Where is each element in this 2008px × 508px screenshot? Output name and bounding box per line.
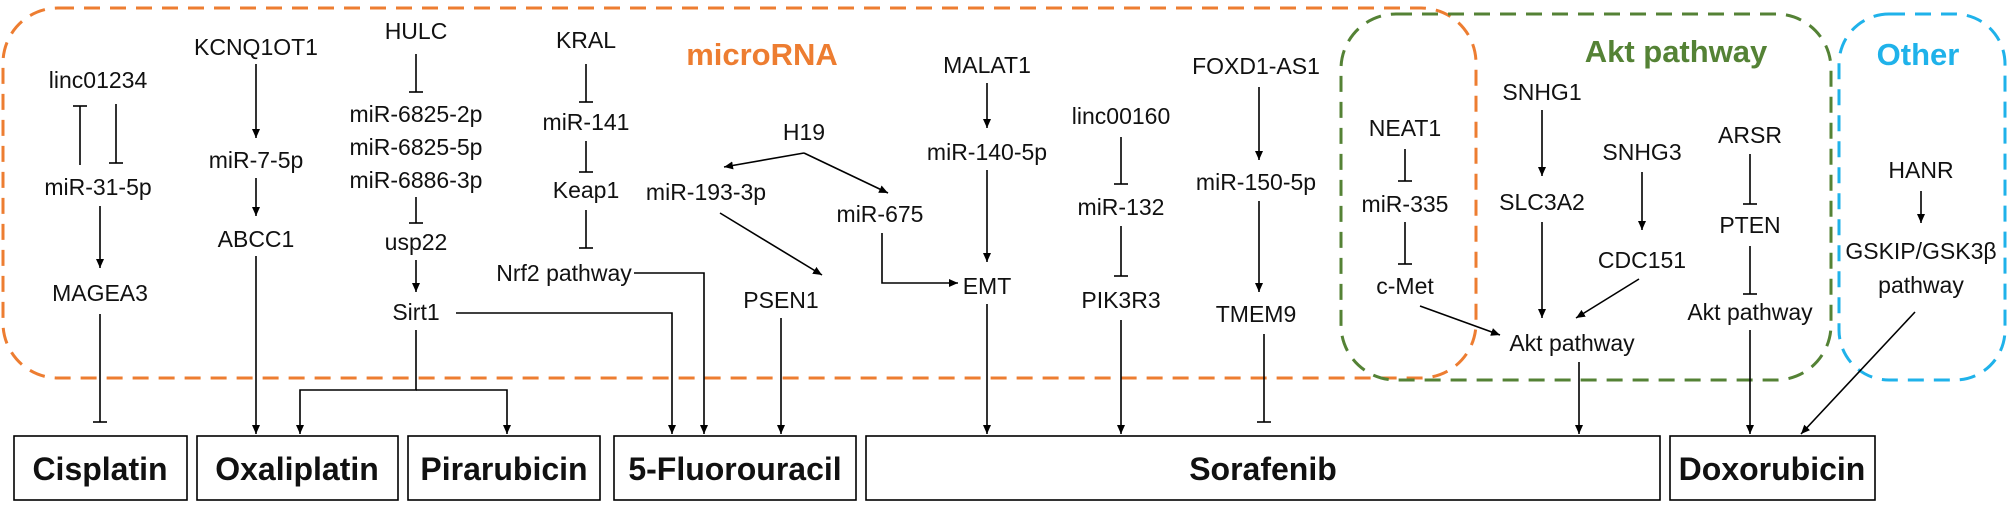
- drug-doxorubicin: Doxorubicin: [1679, 451, 1866, 487]
- node-pten: PTEN: [1719, 212, 1780, 238]
- node-hanr: HANR: [1888, 157, 1953, 183]
- node-mir-193-3p: miR-193-3p: [646, 179, 766, 205]
- edge-h19-to-mir675: [803, 152, 889, 194]
- edge-sirt1-to-pirarubicin: [416, 389, 511, 434]
- edge-sirt1-to-oxaliplatin: [296, 330, 417, 434]
- node-mir-132: miR-132: [1078, 194, 1165, 220]
- node-mir-7-5p: miR-7-5p: [209, 147, 304, 173]
- node-snhg3: SNHG3: [1602, 139, 1681, 165]
- fluorouracil-box: [613, 435, 857, 501]
- node-magea3: MAGEA3: [52, 280, 148, 306]
- akt-pathway-region-border: [1339, 12, 1833, 382]
- edge-h19-to-mir193: [723, 152, 805, 170]
- microrna-region-border: [1, 6, 1478, 380]
- node-slc3a2: SLC3A2: [1499, 189, 1585, 215]
- drug-sorafenib: Sorafenib: [1189, 451, 1337, 487]
- microrna-region-title: microRNA: [686, 37, 838, 72]
- node-mir-31-5p: miR-31-5p: [44, 174, 151, 200]
- other-region-title: Other: [1877, 37, 1960, 72]
- drug-pirarubicin: Pirarubicin: [420, 451, 587, 487]
- node-snhg1: SNHG1: [1502, 79, 1581, 105]
- node-malat1: MALAT1: [943, 52, 1031, 78]
- node-abcc1: ABCC1: [218, 226, 295, 252]
- drug-cisplatin: Cisplatin: [32, 451, 167, 487]
- drug-oxaliplatin: Oxaliplatin: [215, 451, 379, 487]
- nodes: linc01234 miR-31-5p MAGEA3 KCNQ1OT1 miR-…: [44, 18, 1996, 356]
- edge-mir675-to-emt: [881, 233, 958, 287]
- node-emt: EMT: [963, 273, 1012, 299]
- drug-boxes: Cisplatin Oxaliplatin Pirarubicin 5-Fluo…: [13, 435, 1876, 501]
- node-usp22: usp22: [385, 229, 448, 255]
- node-linc01234: linc01234: [49, 67, 148, 93]
- node-mir-6825-2p: miR-6825-2p: [350, 101, 483, 127]
- cisplatin-box: [13, 435, 188, 501]
- node-akt-pathway-center: Akt pathway: [1509, 330, 1635, 356]
- other-region-border: [1837, 12, 2007, 382]
- node-nrf2-pathway: Nrf2 pathway: [496, 260, 632, 286]
- node-mir-6886-3p: miR-6886-3p: [350, 167, 483, 193]
- node-keap1: Keap1: [553, 177, 620, 203]
- node-c-met: c-Met: [1376, 273, 1434, 299]
- edge-gskip-to-doxorubicin: [1800, 311, 1916, 435]
- node-tmem9: TMEM9: [1216, 301, 1297, 327]
- node-psen1: PSEN1: [743, 287, 818, 313]
- node-gskip-gsk3b: GSKIP/GSK3β: [1845, 238, 1996, 264]
- akt-pathway-region-title: Akt pathway: [1585, 34, 1768, 69]
- edge-mir193-to-psen1: [719, 212, 823, 276]
- pirarubicin-box: [407, 435, 601, 501]
- node-gskip-pathway: pathway: [1878, 272, 1964, 298]
- edge-cmet-to-akt: [1419, 305, 1501, 336]
- edge-sirt1-to-fluorouracil: [456, 312, 676, 434]
- node-mir-6825-5p: miR-6825-5p: [350, 134, 483, 160]
- node-neat1: NEAT1: [1369, 115, 1441, 141]
- node-cdc151: CDC151: [1598, 247, 1686, 273]
- node-foxd1-as1: FOXD1-AS1: [1192, 53, 1320, 79]
- node-akt-pathway-right: Akt pathway: [1687, 299, 1813, 325]
- node-pik3r3: PIK3R3: [1081, 287, 1160, 313]
- node-kcnq1ot1: KCNQ1OT1: [194, 34, 318, 60]
- oxaliplatin-box: [196, 435, 399, 501]
- node-arsr: ARSR: [1718, 122, 1782, 148]
- edge-nrf2-to-fluorouracil: [634, 272, 708, 434]
- edges: [73, 54, 1925, 435]
- node-kral: KRAL: [556, 27, 616, 53]
- edge-cdc151-to-akt: [1575, 278, 1640, 319]
- node-mir-140-5p: miR-140-5p: [927, 139, 1047, 165]
- doxorubicin-box: [1669, 435, 1876, 501]
- node-hulc: HULC: [385, 18, 448, 44]
- node-sirt1: Sirt1: [392, 299, 439, 325]
- node-linc00160: linc00160: [1072, 103, 1170, 129]
- drug-5-fluorouracil: 5-Fluorouracil: [628, 451, 841, 487]
- sorafenib-box: [865, 435, 1661, 501]
- node-mir-335: miR-335: [1362, 191, 1449, 217]
- node-mir-141: miR-141: [543, 109, 630, 135]
- node-mir-675: miR-675: [837, 201, 924, 227]
- node-mir-150-5p: miR-150-5p: [1196, 169, 1316, 195]
- node-h19: H19: [783, 119, 825, 145]
